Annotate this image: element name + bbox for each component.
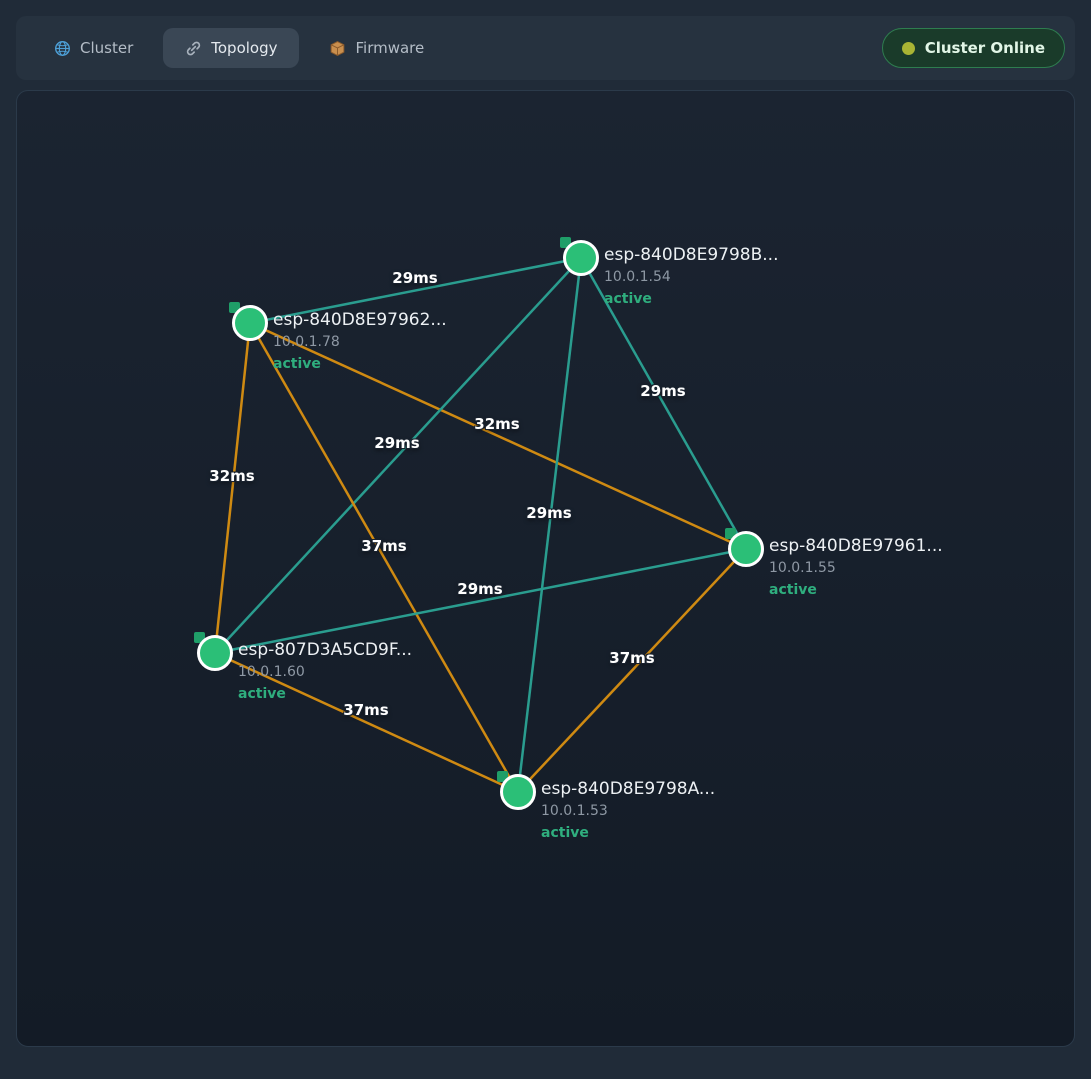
- edge-latency-label: 29ms: [640, 382, 686, 400]
- node-status-chip: [497, 771, 508, 782]
- node-status-chip: [229, 302, 240, 313]
- topology-node[interactable]: esp-840D8E9798A... 10.0.1.53 active: [497, 771, 715, 841]
- edge-latency-label: 37ms: [361, 537, 407, 555]
- package-icon: [329, 40, 346, 57]
- topology-edge[interactable]: [214, 547, 747, 655]
- topology-edge[interactable]: [214, 257, 582, 654]
- node-status: active: [769, 582, 817, 598]
- topology-edge[interactable]: [579, 257, 748, 550]
- node-label: esp-807D3A5CD9F...: [238, 640, 413, 660]
- topology-edges-svg: [213, 256, 748, 794]
- topology-edge[interactable]: [214, 651, 519, 794]
- cluster-status-label: Cluster Online: [924, 39, 1045, 57]
- node-meta: esp-840D8E97961... 10.0.1.55 active: [769, 535, 943, 601]
- edge-latency-label: 32ms: [209, 467, 255, 485]
- tab-cluster[interactable]: Cluster: [32, 28, 155, 68]
- node-ip: 10.0.1.53: [541, 803, 608, 819]
- node-ip: 10.0.1.54: [604, 269, 671, 285]
- topology-node[interactable]: esp-840D8E9798B... 10.0.1.54 active: [560, 237, 778, 307]
- topology-edge[interactable]: [516, 257, 583, 793]
- node-status: active: [604, 291, 652, 307]
- topology-edge[interactable]: [249, 256, 582, 325]
- node-status: active: [273, 356, 321, 372]
- node-meta: esp-807D3A5CD9F... 10.0.1.60 active: [238, 639, 412, 705]
- node-circle-icon[interactable]: [232, 305, 268, 341]
- node-status-chip: [194, 632, 205, 643]
- edge-latency-label: 29ms: [526, 504, 572, 522]
- node-circle-icon[interactable]: [500, 774, 536, 810]
- node-meta: esp-840D8E9798B... 10.0.1.54 active: [604, 244, 778, 310]
- node-status-chip: [725, 528, 736, 539]
- node-status: active: [238, 686, 286, 702]
- tab-cluster-label: Cluster: [80, 39, 134, 57]
- node-ip: 10.0.1.78: [273, 334, 340, 350]
- topology-node[interactable]: esp-840D8E97961... 10.0.1.55 active: [725, 528, 943, 598]
- node-meta: esp-840D8E9798A... 10.0.1.53 active: [541, 778, 715, 844]
- topology-edge[interactable]: [213, 322, 252, 654]
- node-label: esp-840D8E97962...: [273, 310, 447, 330]
- edge-label-layer: 29ms 29ms 32ms 29ms 32ms 29ms 37ms 29ms 37ms 37ms: [17, 91, 1074, 1046]
- edge-latency-label: 29ms: [457, 580, 503, 598]
- edge-latency-label: 37ms: [609, 649, 655, 667]
- topology-canvas[interactable]: 29ms 29ms 32ms 29ms 32ms 29ms 37ms 29ms 37ms 37ms…: [16, 90, 1075, 1047]
- node-meta: esp-840D8E97962... 10.0.1.78 active: [273, 309, 447, 375]
- edge-latency-label: 29ms: [374, 434, 420, 452]
- cluster-status-badge: Cluster Online: [881, 28, 1065, 68]
- node-status-chip: [560, 237, 571, 248]
- topology-edge[interactable]: [517, 548, 747, 793]
- node-label: esp-840D8E9798B...: [604, 245, 779, 265]
- status-dot-icon: [901, 41, 915, 55]
- tab-topology-label: Topology: [211, 39, 278, 57]
- link-icon: [185, 40, 202, 57]
- node-circle-icon[interactable]: [728, 531, 764, 567]
- topology-edge[interactable]: [249, 321, 747, 551]
- topology-node[interactable]: esp-807D3A5CD9F... 10.0.1.60 active: [194, 632, 412, 702]
- node-status: active: [541, 825, 589, 841]
- edge-latency-label: 29ms: [392, 269, 438, 287]
- node-circle-icon[interactable]: [197, 635, 233, 671]
- node-label: esp-840D8E9798A...: [541, 779, 716, 799]
- tab-firmware[interactable]: Firmware: [307, 28, 446, 68]
- tab-topology[interactable]: Topology: [163, 28, 300, 68]
- node-ip: 10.0.1.55: [769, 560, 836, 576]
- edge-latency-label: 37ms: [343, 701, 389, 719]
- top-navigation-bar: Cluster Topology Firm: [16, 16, 1075, 80]
- nav-tabs: Cluster Topology Firm: [32, 28, 446, 68]
- node-label: esp-840D8E97961...: [769, 536, 943, 556]
- topology-node[interactable]: esp-840D8E97962... 10.0.1.78 active: [229, 302, 447, 372]
- globe-icon: [54, 40, 71, 57]
- node-circle-icon[interactable]: [563, 240, 599, 276]
- node-ip: 10.0.1.60: [238, 664, 305, 680]
- topology-edge[interactable]: [248, 322, 520, 793]
- tab-firmware-label: Firmware: [355, 39, 425, 57]
- edge-latency-label: 32ms: [474, 415, 520, 433]
